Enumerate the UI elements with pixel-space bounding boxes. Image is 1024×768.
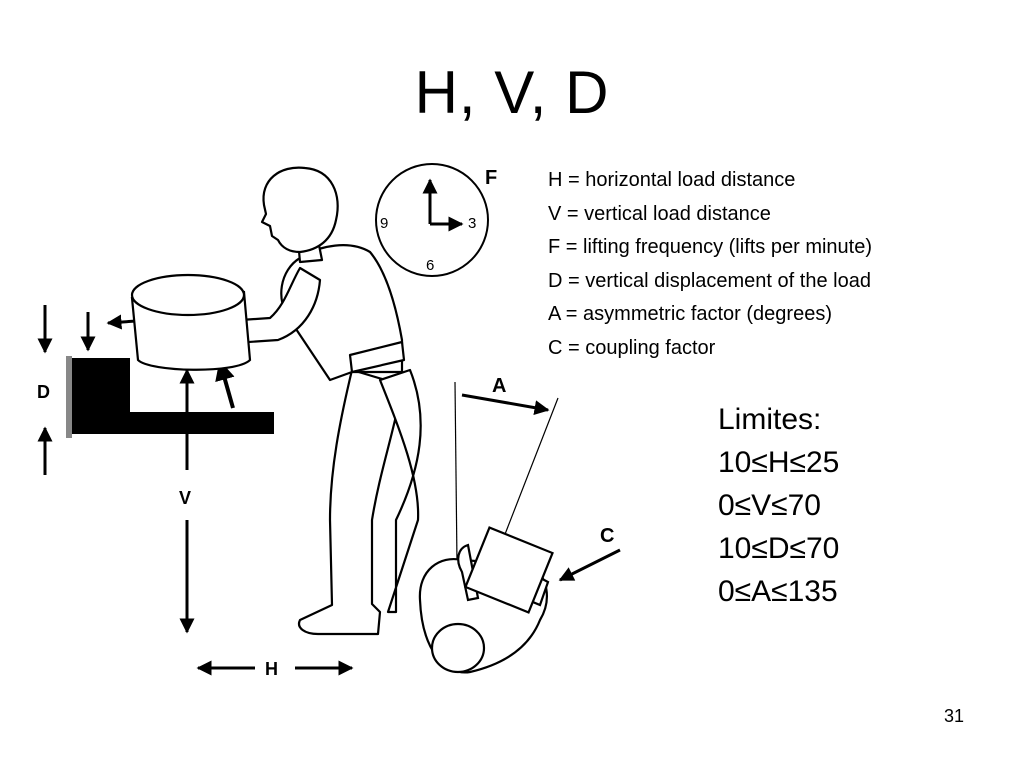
limits-block: Limites: 10≤H≤25 0≤V≤70 10≤D≤70 0≤A≤135: [718, 398, 839, 613]
definition-a: A = asymmetric factor (degrees): [548, 303, 832, 325]
c-label: C: [600, 525, 614, 547]
clock-number-9: 9: [380, 215, 388, 232]
definition-c: C = coupling factor: [548, 336, 716, 359]
h-label: H: [265, 659, 278, 679]
definition-v: V = vertical load distance: [548, 202, 771, 225]
shelf: [66, 356, 274, 438]
definition-d: D = vertical displacement of the load: [548, 269, 871, 292]
clock-icon: [375, 163, 489, 277]
definitions-list: H = horizontal load distance V = vertica…: [548, 164, 1018, 365]
load-container: [130, 273, 252, 371]
person-top-view: [418, 526, 554, 674]
definition-h: H = horizontal load distance: [548, 169, 796, 191]
limit-h: 10≤H≤25: [718, 446, 840, 479]
slide-title: H, V, D: [414, 59, 610, 126]
limits-heading: Limites:: [718, 403, 822, 436]
limit-a: 0≤A≤135: [718, 575, 838, 608]
clock-number-6: 6: [426, 257, 434, 274]
d-label: D: [37, 382, 50, 402]
grip-arrow: [215, 360, 235, 409]
a-arrow: [461, 393, 550, 416]
clock-number-3: 3: [468, 215, 476, 232]
limit-v: 0≤V≤70: [718, 489, 821, 522]
f-label: F: [485, 167, 497, 189]
c-arrow: [558, 548, 621, 582]
definition-f: F = lifting frequency (lifts per minute): [548, 236, 873, 258]
page-number: 31: [944, 706, 965, 726]
limit-d: 10≤D≤70: [718, 532, 840, 565]
d-arrows: [37, 305, 96, 475]
v-label: V: [179, 488, 191, 508]
a-label: A: [492, 375, 506, 397]
